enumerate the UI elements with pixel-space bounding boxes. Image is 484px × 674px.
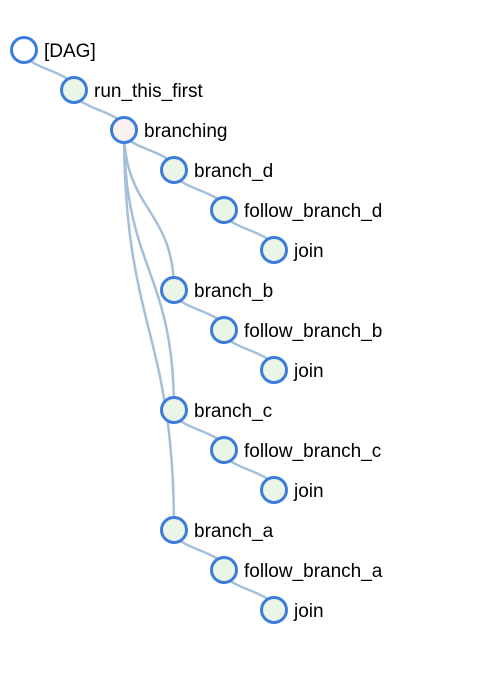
tree-node-branch-b[interactable]: branch_b bbox=[160, 276, 274, 304]
node-label[interactable]: follow_branch_d bbox=[244, 201, 382, 222]
tree-node-join[interactable]: join bbox=[260, 236, 324, 264]
tree-node-run-this-first[interactable]: run_this_first bbox=[60, 76, 204, 104]
node-label[interactable]: join bbox=[293, 601, 324, 622]
node-circle[interactable] bbox=[210, 196, 238, 224]
node-circle[interactable] bbox=[160, 516, 188, 544]
node-circle[interactable] bbox=[160, 156, 188, 184]
node-circle[interactable] bbox=[210, 316, 238, 344]
node-label[interactable]: [DAG] bbox=[44, 41, 96, 62]
tree-node-join[interactable]: join bbox=[260, 356, 324, 384]
node-circle[interactable] bbox=[260, 356, 288, 384]
tree-node-join[interactable]: join bbox=[260, 476, 324, 504]
node-label[interactable]: branching bbox=[144, 121, 227, 142]
tree-link bbox=[122, 129, 176, 531]
node-label[interactable]: branch_d bbox=[194, 161, 273, 182]
node-label[interactable]: follow_branch_c bbox=[244, 441, 381, 462]
tree-node-branching[interactable]: branching bbox=[110, 116, 228, 144]
node-label[interactable]: branch_c bbox=[194, 401, 272, 422]
tree-node-follow-branch-c[interactable]: follow_branch_c bbox=[210, 436, 382, 464]
node-circle[interactable] bbox=[260, 596, 288, 624]
tree-nodes: [DAG] run_this_first branching branch_dfoll… bbox=[10, 36, 383, 624]
tree-node-follow-branch-a[interactable]: follow_branch_a bbox=[210, 556, 383, 584]
tree-node-branch-d[interactable]: branch_d bbox=[160, 156, 274, 184]
node-circle[interactable] bbox=[160, 396, 188, 424]
tree-node-branch-c[interactable]: branch_c bbox=[160, 396, 273, 424]
node-label[interactable]: follow_branch_a bbox=[244, 561, 383, 582]
node-circle[interactable] bbox=[10, 36, 38, 64]
tree-link bbox=[122, 129, 176, 291]
tree-node-follow-branch-d[interactable]: follow_branch_d bbox=[210, 196, 383, 224]
tree-node-follow-branch-b[interactable]: follow_branch_b bbox=[210, 316, 383, 344]
tree-link bbox=[122, 129, 176, 411]
node-label[interactable]: branch_b bbox=[194, 281, 273, 302]
node-label[interactable]: branch_a bbox=[194, 521, 274, 542]
node-label[interactable]: join bbox=[293, 241, 324, 262]
tree-node-dag[interactable]: [DAG] bbox=[10, 36, 96, 64]
node-label[interactable]: join bbox=[293, 361, 324, 382]
node-circle[interactable] bbox=[110, 116, 138, 144]
tree-node-branch-a[interactable]: branch_a bbox=[160, 516, 274, 544]
node-label[interactable]: join bbox=[293, 481, 324, 502]
tree-node-join[interactable]: join bbox=[260, 596, 324, 624]
node-label[interactable]: follow_branch_b bbox=[244, 321, 382, 342]
node-circle[interactable] bbox=[260, 236, 288, 264]
node-circle[interactable] bbox=[260, 476, 288, 504]
node-circle[interactable] bbox=[60, 76, 88, 104]
node-circle[interactable] bbox=[160, 276, 188, 304]
node-label[interactable]: run_this_first bbox=[94, 81, 203, 102]
node-circle[interactable] bbox=[210, 556, 238, 584]
node-circle[interactable] bbox=[210, 436, 238, 464]
